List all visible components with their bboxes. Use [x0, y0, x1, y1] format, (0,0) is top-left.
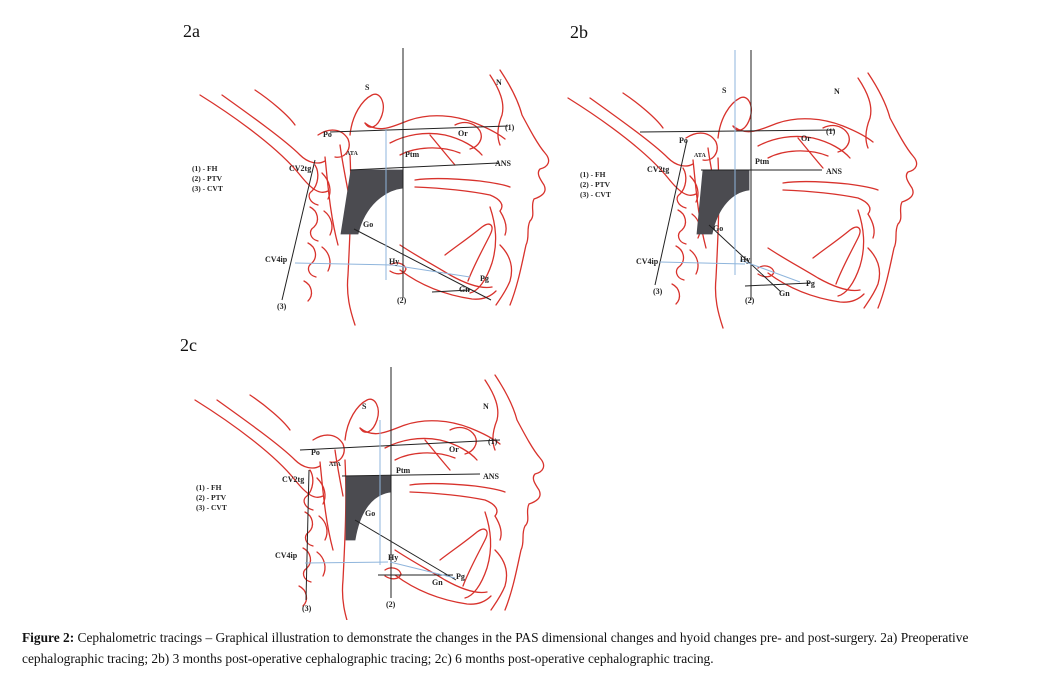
- point-line1: (1): [505, 123, 515, 132]
- point-Gn: Gn: [459, 285, 470, 294]
- legend-ptv: (2) - PTV: [196, 493, 227, 502]
- cvt-line: [305, 469, 310, 601]
- palatal-line: [341, 473, 481, 477]
- hyoid-line: [739, 259, 801, 283]
- blue-horizontal-line: [659, 261, 746, 265]
- cvt-line: [281, 159, 316, 301]
- point-N: N: [483, 402, 489, 411]
- point-CV2tg: CV2tg: [647, 165, 669, 174]
- point-ATA: ATA: [346, 151, 358, 157]
- hyoid-line: [389, 561, 456, 579]
- panel-2a: 2a S N Po Or (1) ATA Ptm ANS CV2tg Go CV…: [183, 21, 550, 326]
- point-line2: (2): [397, 296, 407, 305]
- figure-canvas: 2a S N Po Or (1) ATA Ptm ANS CV2tg Go CV…: [180, 21, 918, 620]
- point-CV4ip: CV4ip: [275, 551, 298, 560]
- point-S: S: [722, 86, 727, 95]
- blue-horizontal-line: [294, 262, 393, 266]
- anatomical-tracing: [567, 72, 918, 329]
- fh-line: [639, 129, 836, 133]
- point-Go: Go: [713, 224, 723, 233]
- point-CV4ip: CV4ip: [265, 255, 288, 264]
- point-Gn: Gn: [779, 289, 790, 298]
- mandibular-line: [353, 228, 492, 301]
- fh-line: [329, 125, 509, 133]
- point-Hy: Hy: [388, 553, 398, 562]
- caption-text: Cephalometric tracings – Graphical illus…: [22, 630, 969, 666]
- point-Go: Go: [363, 220, 373, 229]
- figure-caption: Figure 2: Cephalometric tracings – Graph…: [22, 627, 1030, 669]
- point-line3: (3): [302, 604, 312, 613]
- point-ATA: ATA: [329, 462, 341, 468]
- point-CV4ip: CV4ip: [636, 257, 659, 266]
- cvt-line: [654, 139, 688, 286]
- point-Go: Go: [365, 509, 375, 518]
- point-N: N: [496, 78, 502, 87]
- legend-fh: (1) - FH: [196, 483, 222, 492]
- point-line2: (2): [386, 600, 396, 609]
- point-CV2tg: CV2tg: [289, 164, 311, 173]
- point-Pg: Pg: [480, 274, 489, 283]
- panel-label: 2a: [183, 21, 200, 41]
- point-ANS: ANS: [826, 167, 843, 176]
- point-Po: Po: [679, 136, 688, 145]
- legend: (1) - FH (2) - PTV (3) - CVT: [580, 170, 611, 199]
- point-Gn: Gn: [432, 578, 443, 587]
- caption-label: Figure 2:: [22, 630, 75, 645]
- point-Ptm: Ptm: [755, 157, 770, 166]
- legend-cvt: (3) - CVT: [192, 184, 223, 193]
- legend-ptv: (2) - PTV: [192, 174, 223, 183]
- point-Or: Or: [801, 134, 811, 143]
- point-S: S: [362, 402, 367, 411]
- point-ATA: ATA: [694, 153, 706, 159]
- point-ANS: ANS: [483, 472, 500, 481]
- legend-ptv: (2) - PTV: [580, 180, 611, 189]
- blue-horizontal-line: [304, 561, 389, 564]
- point-Po: Po: [323, 130, 332, 139]
- legend-fh: (1) - FH: [580, 170, 606, 179]
- point-line1: (1): [826, 127, 836, 136]
- palatal-line: [349, 162, 499, 171]
- point-line3: (3): [277, 302, 287, 311]
- point-line3: (3): [653, 287, 663, 296]
- point-Ptm: Ptm: [396, 466, 411, 475]
- legend: (1) - FH (2) - PTV (3) - CVT: [192, 164, 223, 193]
- point-Hy: Hy: [740, 255, 750, 264]
- point-Ptm: Ptm: [405, 150, 420, 159]
- point-N: N: [834, 87, 840, 96]
- point-S: S: [365, 83, 370, 92]
- legend: (1) - FH (2) - PTV (3) - CVT: [196, 483, 227, 512]
- fh-line: [299, 439, 501, 451]
- point-line2: (2): [745, 296, 755, 305]
- legend-cvt: (3) - CVT: [580, 190, 611, 199]
- mandibular-line: [354, 519, 457, 581]
- hyoid-line: [391, 264, 471, 278]
- point-Or: Or: [449, 445, 459, 454]
- point-CV2tg: CV2tg: [282, 475, 304, 484]
- point-Or: Or: [458, 129, 468, 138]
- pas-airway-area: [696, 169, 750, 235]
- point-Pg: Pg: [456, 572, 465, 581]
- legend-fh: (1) - FH: [192, 164, 218, 173]
- gn-line: [744, 282, 811, 287]
- pas-airway-area: [345, 475, 392, 541]
- point-Hy: Hy: [389, 257, 399, 266]
- panel-label: 2c: [180, 335, 197, 355]
- gn-line: [431, 289, 471, 293]
- panel-label: 2b: [570, 22, 588, 42]
- panel-2c: 2c S N Po Or (1) ATA Ptm ANS CV2tg Go CV…: [180, 335, 545, 620]
- panel-2b: 2b S N Po Or (1) ATA Ptm ANS CV2tg Go CV…: [567, 22, 918, 329]
- point-Po: Po: [311, 448, 320, 457]
- point-Pg: Pg: [806, 279, 815, 288]
- point-line1: (1): [488, 437, 498, 446]
- point-ANS: ANS: [495, 159, 512, 168]
- mandibular-line: [708, 224, 782, 293]
- legend-cvt: (3) - CVT: [196, 503, 227, 512]
